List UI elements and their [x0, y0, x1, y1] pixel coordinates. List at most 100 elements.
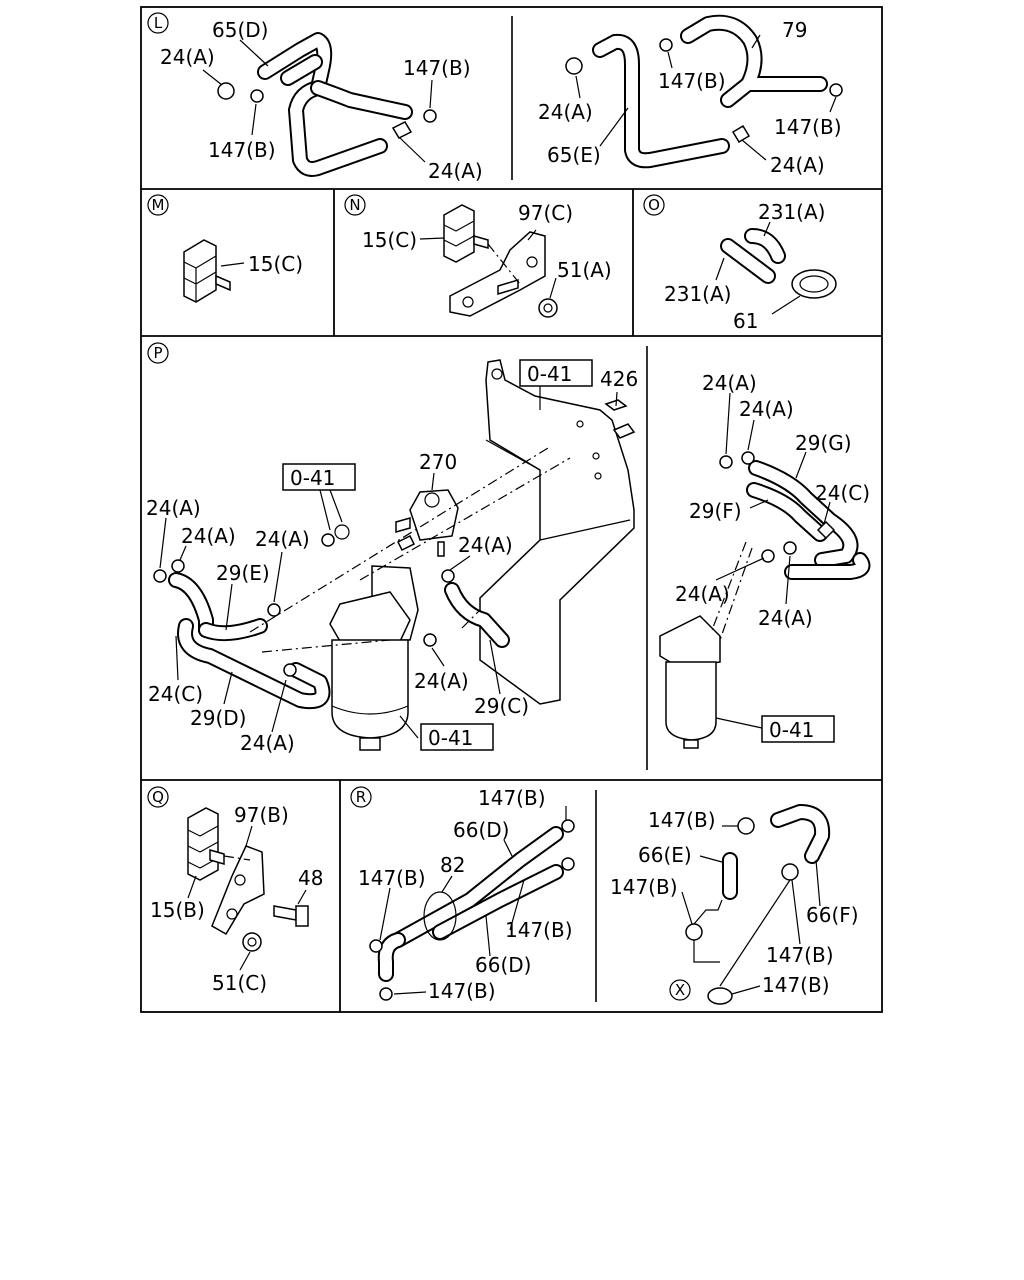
svg-text:147(B): 147(B): [505, 918, 573, 942]
svg-text:66(D): 66(D): [453, 818, 509, 842]
svg-text:0-41: 0-41: [428, 726, 473, 750]
clip-15b-icon: [187, 807, 225, 881]
svg-text:15(C): 15(C): [248, 252, 303, 276]
bracket-icon: [479, 359, 635, 705]
hose-clamp-icon: [685, 817, 799, 1005]
diagram-frame: [140, 6, 883, 1013]
svg-text:66(F): 66(F): [806, 903, 859, 927]
ref-box: 0-41: [761, 715, 835, 743]
svg-text:0-41: 0-41: [769, 718, 814, 742]
clamp-82-icon: [423, 891, 457, 941]
panel-marker-l: L: [147, 12, 169, 34]
hose-clamp-icon: [565, 38, 843, 144]
panel-marker-q: Q: [147, 786, 169, 808]
svg-text:29(D): 29(D): [190, 706, 246, 730]
hose-65d: [257, 32, 413, 177]
hose-29d: [177, 618, 331, 710]
panel-l: L 65(D) 24(A) 147(B) 147(B) 24(A): [147, 12, 843, 183]
svg-text:Q: Q: [152, 788, 164, 806]
ref-box: 0-41: [420, 723, 494, 751]
svg-text:24(A): 24(A): [758, 606, 813, 630]
svg-text:270: 270: [419, 450, 457, 474]
fuel-filter-icon: [659, 615, 721, 749]
panel-marker-o: O: [643, 194, 665, 216]
svg-text:79: 79: [782, 18, 807, 42]
svg-text:M: M: [152, 196, 165, 214]
panel-p: P: [146, 342, 871, 755]
svg-text:51(C): 51(C): [212, 971, 267, 995]
svg-text:51(A): 51(A): [557, 258, 612, 282]
clip-15c-icon: [443, 204, 489, 263]
panel-o: O 231(A) 231(A) 61: [643, 194, 837, 333]
panel-marker-r: R: [350, 786, 372, 808]
clip-15c-icon: [183, 239, 231, 303]
svg-text:24(A): 24(A): [414, 669, 469, 693]
svg-text:231(A): 231(A): [758, 200, 825, 224]
svg-text:15(C): 15(C): [362, 228, 417, 252]
svg-text:97(B): 97(B): [234, 803, 289, 827]
svg-text:147(B): 147(B): [428, 979, 496, 1003]
svg-text:147(B): 147(B): [358, 866, 426, 890]
hose-79: [680, 14, 828, 108]
svg-text:147(B): 147(B): [403, 56, 471, 80]
svg-text:65(D): 65(D): [212, 18, 268, 42]
bracket-icon: [211, 845, 265, 936]
svg-text:147(B): 147(B): [610, 875, 678, 899]
hose-clamp-icon: [217, 82, 437, 139]
svg-text:24(A): 24(A): [702, 371, 757, 395]
svg-text:29(E): 29(E): [216, 561, 270, 585]
svg-text:147(B): 147(B): [478, 786, 546, 810]
fuel-filter-icon: [329, 565, 419, 751]
svg-text:97(C): 97(C): [518, 201, 573, 225]
svg-text:24(A): 24(A): [458, 533, 513, 557]
svg-text:24(A): 24(A): [240, 731, 295, 755]
svg-text:29(F): 29(F): [689, 499, 742, 523]
hose-29g: [748, 460, 859, 568]
clamp-61-icon: [791, 269, 837, 299]
panel-q: Q 97(B) 48 15(B) 51(C): [147, 786, 323, 995]
hose-231a: [720, 228, 786, 284]
hose-66d: [377, 826, 564, 982]
panel-marker-p: P: [147, 342, 169, 364]
svg-text:147(B): 147(B): [766, 943, 834, 967]
ref-box: 0-41: [519, 359, 593, 387]
panel-r: R 147(B) 66(D) 147(B) 82 147(B): [350, 786, 859, 1005]
valve-icon: [395, 489, 459, 557]
svg-text:147(B): 147(B): [208, 138, 276, 162]
svg-text:24(A): 24(A): [160, 45, 215, 69]
svg-text:24(A): 24(A): [428, 159, 483, 183]
svg-text:L: L: [154, 14, 163, 32]
hose-29f: [746, 482, 871, 580]
svg-text:147(B): 147(B): [648, 808, 716, 832]
svg-text:231(A): 231(A): [664, 282, 731, 306]
hose-66f: [770, 804, 831, 864]
svg-text:24(A): 24(A): [675, 582, 730, 606]
svg-text:24(A): 24(A): [146, 496, 201, 520]
svg-text:61: 61: [733, 309, 758, 333]
bolt-icon: [497, 278, 519, 296]
svg-text:O: O: [648, 196, 660, 214]
marker-x: X: [669, 979, 691, 1001]
ref-box: 0-41: [282, 463, 356, 491]
svg-text:147(B): 147(B): [658, 69, 726, 93]
bracket-icon: [449, 231, 546, 317]
svg-text:48: 48: [298, 866, 323, 890]
svg-text:24(A): 24(A): [181, 524, 236, 548]
svg-text:N: N: [349, 196, 360, 214]
svg-text:66(D): 66(D): [475, 953, 531, 977]
svg-text:65(E): 65(E): [547, 143, 601, 167]
nut-icon: [242, 932, 262, 952]
panel-marker-m: M: [147, 194, 169, 216]
svg-text:29(G): 29(G): [795, 431, 852, 455]
svg-text:24(C): 24(C): [815, 481, 870, 505]
svg-text:426: 426: [600, 367, 638, 391]
hose-clamp-icon: [369, 819, 575, 1001]
svg-text:24(A): 24(A): [538, 100, 593, 124]
hose-65e: [592, 33, 730, 169]
svg-text:82: 82: [440, 853, 465, 877]
svg-text:24(A): 24(A): [739, 397, 794, 421]
svg-text:66(E): 66(E): [638, 843, 692, 867]
hose-clamp-icon: [153, 524, 455, 677]
svg-text:24(A): 24(A): [770, 153, 825, 177]
